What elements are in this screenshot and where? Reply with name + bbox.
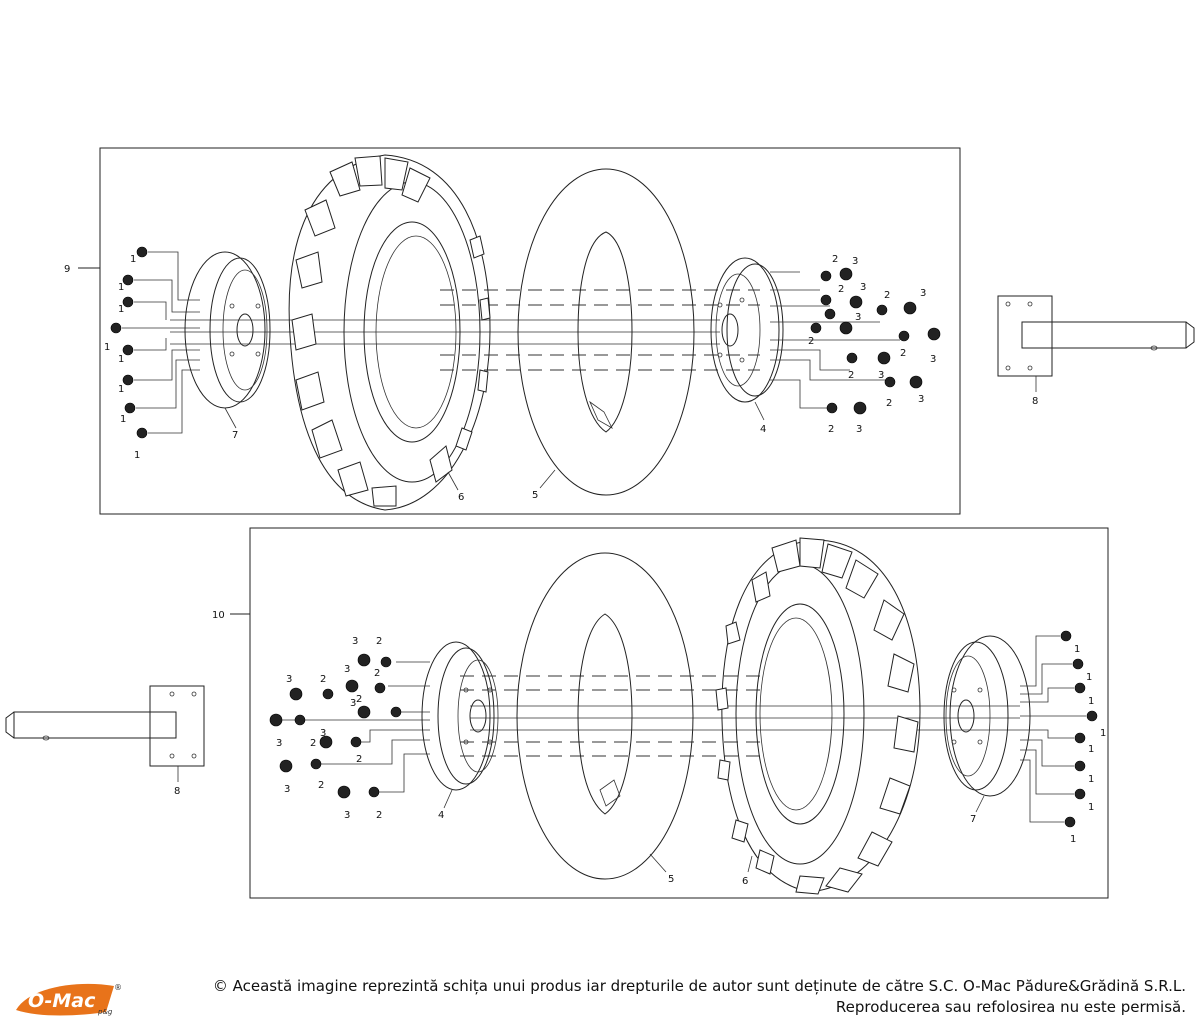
rim-left-bottom: 7 <box>943 635 1031 825</box>
label-2: 2 <box>376 636 382 647</box>
label-2: 2 <box>356 754 362 765</box>
label-6: 6 <box>458 492 464 503</box>
label-8: 8 <box>1032 396 1038 407</box>
label-2: 2 <box>808 336 814 347</box>
label-1: 1 <box>1100 728 1106 739</box>
label-3: 3 <box>320 728 326 739</box>
axis-lines-bottom <box>460 675 1020 757</box>
label-3: 3 <box>920 288 926 299</box>
label-8: 8 <box>174 786 180 797</box>
label-2: 2 <box>310 738 316 749</box>
label-1: 1 <box>118 354 124 365</box>
label-2: 2 <box>848 370 854 381</box>
label-1: 1 <box>1088 774 1094 785</box>
label-4: 4 <box>760 424 766 435</box>
label-1: 1 <box>120 414 126 425</box>
label-1: 1 <box>1088 696 1094 707</box>
label-3: 3 <box>352 636 358 647</box>
label-1: 1 <box>134 450 140 461</box>
omac-logo: O-Mac ® p&g <box>16 983 122 1016</box>
nuts-washers-bottom: 3 2 3 2 3 2 3 2 3 2 3 2 3 2 3 2 <box>269 636 430 821</box>
rim-left-top: 7 <box>184 251 271 441</box>
label-3: 3 <box>276 738 282 749</box>
label-3: 3 <box>852 256 858 267</box>
label-3: 3 <box>855 312 861 323</box>
label-1: 1 <box>130 254 136 265</box>
label-1: 1 <box>118 384 124 395</box>
tire-bottom: 6 <box>715 537 921 895</box>
inner-tube-bottom: 5 <box>516 552 694 885</box>
label-3: 3 <box>286 674 292 685</box>
label-5: 5 <box>532 490 538 501</box>
label-5: 5 <box>668 874 674 885</box>
label-4: 4 <box>438 810 444 821</box>
label-1: 1 <box>118 304 124 315</box>
logo-swoosh-icon <box>16 983 114 1016</box>
label-1: 1 <box>1086 672 1092 683</box>
exploded-wheel-diagram: 9 1 1 1 1 1 1 1 1 <box>5 147 1195 899</box>
label-3: 3 <box>344 664 350 675</box>
nuts-washers-top: 2 3 2 3 2 3 2 3 2 3 2 3 2 3 2 3 <box>770 254 941 435</box>
label-2: 2 <box>376 810 382 821</box>
inner-tube-top: 5 <box>517 168 695 501</box>
copyright-line-1: © Această imagine reprezintă schița unui… <box>212 977 1186 995</box>
label-6: 6 <box>742 876 748 887</box>
label-7: 7 <box>232 430 238 441</box>
label-1: 1 <box>1088 744 1094 755</box>
footer: O-Mac ® p&g © Această imagine reprezintă… <box>0 968 1200 1030</box>
label-assembly-10: 10 <box>212 610 225 621</box>
rim-right-top: 4 <box>710 257 784 435</box>
label-1: 1 <box>1088 802 1094 813</box>
label-2: 2 <box>318 780 324 791</box>
label-2: 2 <box>828 424 834 435</box>
label-3: 3 <box>918 394 924 405</box>
copyright-notice: © Această imagine reprezintă schița unui… <box>146 976 1186 1018</box>
label-2: 2 <box>374 668 380 679</box>
label-2: 2 <box>886 398 892 409</box>
label-2: 2 <box>838 284 844 295</box>
label-3: 3 <box>284 784 290 795</box>
label-1: 1 <box>104 342 110 353</box>
label-3: 3 <box>860 282 866 293</box>
label-2: 2 <box>320 674 326 685</box>
assembly-right-frame: 10 <box>212 527 1109 899</box>
hub-bolts-top: 1 1 1 1 1 1 1 1 <box>104 246 200 461</box>
label-2: 2 <box>832 254 838 265</box>
label-2: 2 <box>356 694 362 705</box>
axle-shaft-right: 8 <box>997 295 1195 407</box>
label-2: 2 <box>884 290 890 301</box>
logo-text: O-Mac <box>28 990 96 1012</box>
tire-top: 6 <box>288 154 491 511</box>
label-3: 3 <box>856 424 862 435</box>
assembly-left-frame: 9 <box>64 147 961 515</box>
label-3: 3 <box>350 698 356 709</box>
logo-registered: ® <box>114 983 122 992</box>
axle-shaft-left: 8 <box>5 685 205 797</box>
label-3: 3 <box>930 354 936 365</box>
axis-lines-top <box>170 289 760 371</box>
copyright-line-2: Reproducerea sau refolosirea nu este per… <box>835 998 1186 1016</box>
label-2: 2 <box>900 348 906 359</box>
logo-subtext: p&g <box>97 1008 113 1016</box>
label-3: 3 <box>878 370 884 381</box>
label-3: 3 <box>344 810 350 821</box>
label-1: 1 <box>118 282 124 293</box>
label-1: 1 <box>1074 644 1080 655</box>
label-7: 7 <box>970 814 976 825</box>
hub-bolts-bottom: 1 1 1 1 1 1 1 1 <box>1020 630 1106 845</box>
label-1: 1 <box>1070 834 1076 845</box>
label-assembly-9: 9 <box>64 264 70 275</box>
rim-right-bottom: 4 <box>421 641 499 821</box>
